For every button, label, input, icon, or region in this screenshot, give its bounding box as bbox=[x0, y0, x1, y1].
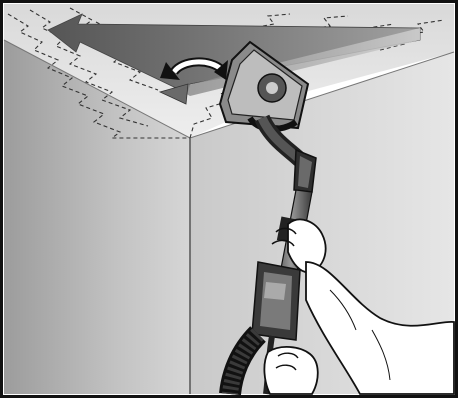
lower-hand bbox=[264, 347, 317, 394]
sander-handle bbox=[252, 262, 300, 340]
